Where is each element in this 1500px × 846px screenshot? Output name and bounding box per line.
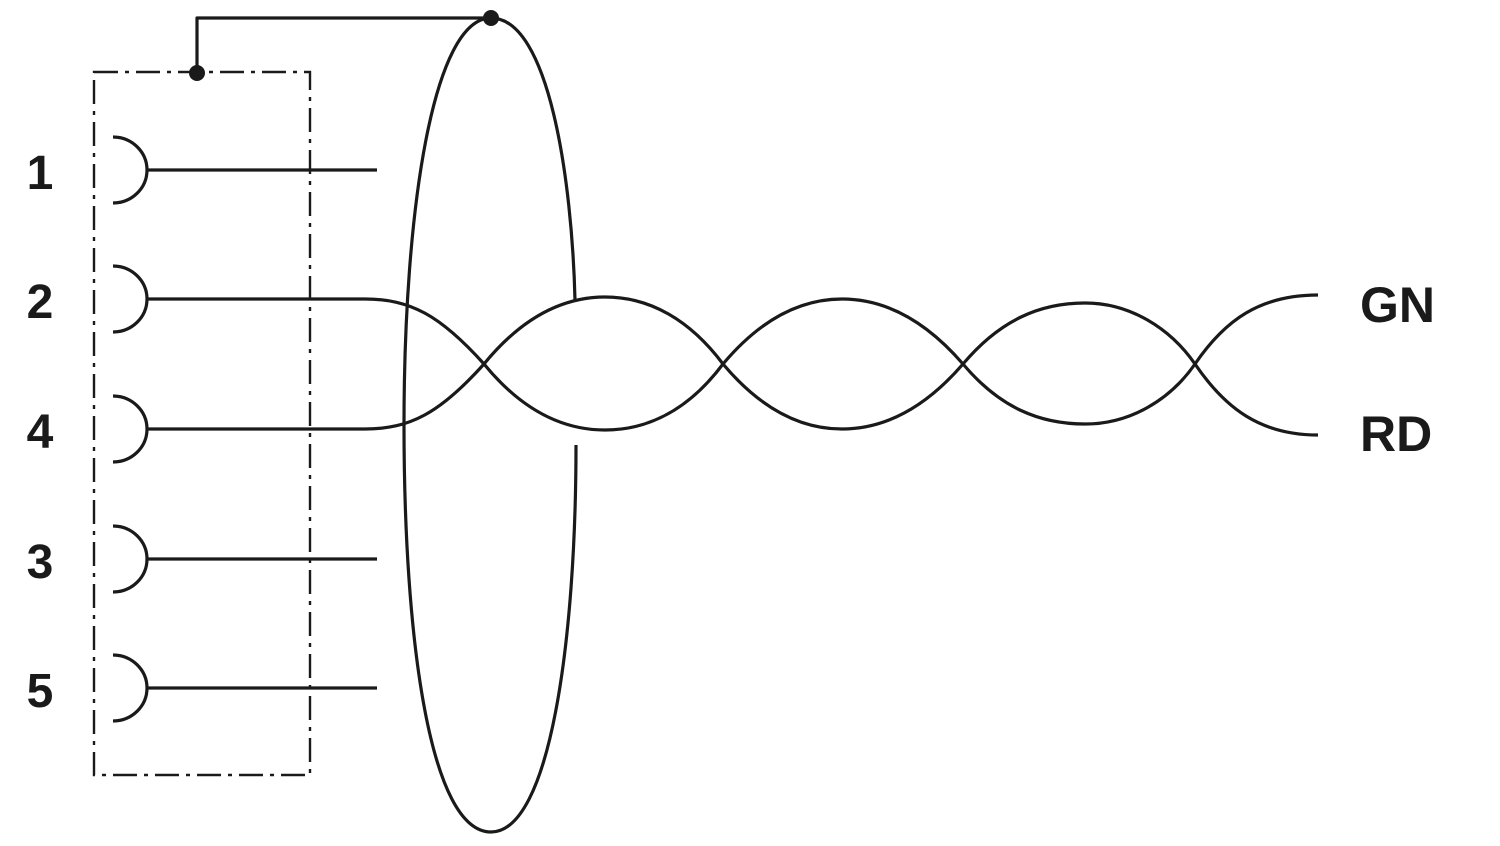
socket-contact-3 — [112, 524, 149, 594]
wire-gn — [147, 293, 1319, 432]
shield-drain-wire — [195, 16, 491, 73]
pin-label-2: 2 — [27, 276, 54, 329]
wire-rd — [147, 295, 1319, 437]
connector-housing — [92, 70, 312, 777]
socket-contact-4 — [112, 394, 149, 464]
pin-label-1: 1 — [27, 147, 54, 200]
pin-label-3: 3 — [27, 536, 54, 589]
pin-label-5: 5 — [27, 665, 54, 718]
socket-contact-2 — [112, 264, 149, 334]
socket-contact-5 — [112, 653, 149, 723]
wire-color-label-rd: RD — [1360, 406, 1432, 462]
pin-label-4: 4 — [27, 406, 54, 459]
socket-contact-1 — [112, 135, 149, 205]
housing-shield-junction-dot — [189, 65, 205, 81]
cable-shield — [402, 16, 578, 834]
wire-color-label-gn: GN — [1360, 277, 1435, 333]
